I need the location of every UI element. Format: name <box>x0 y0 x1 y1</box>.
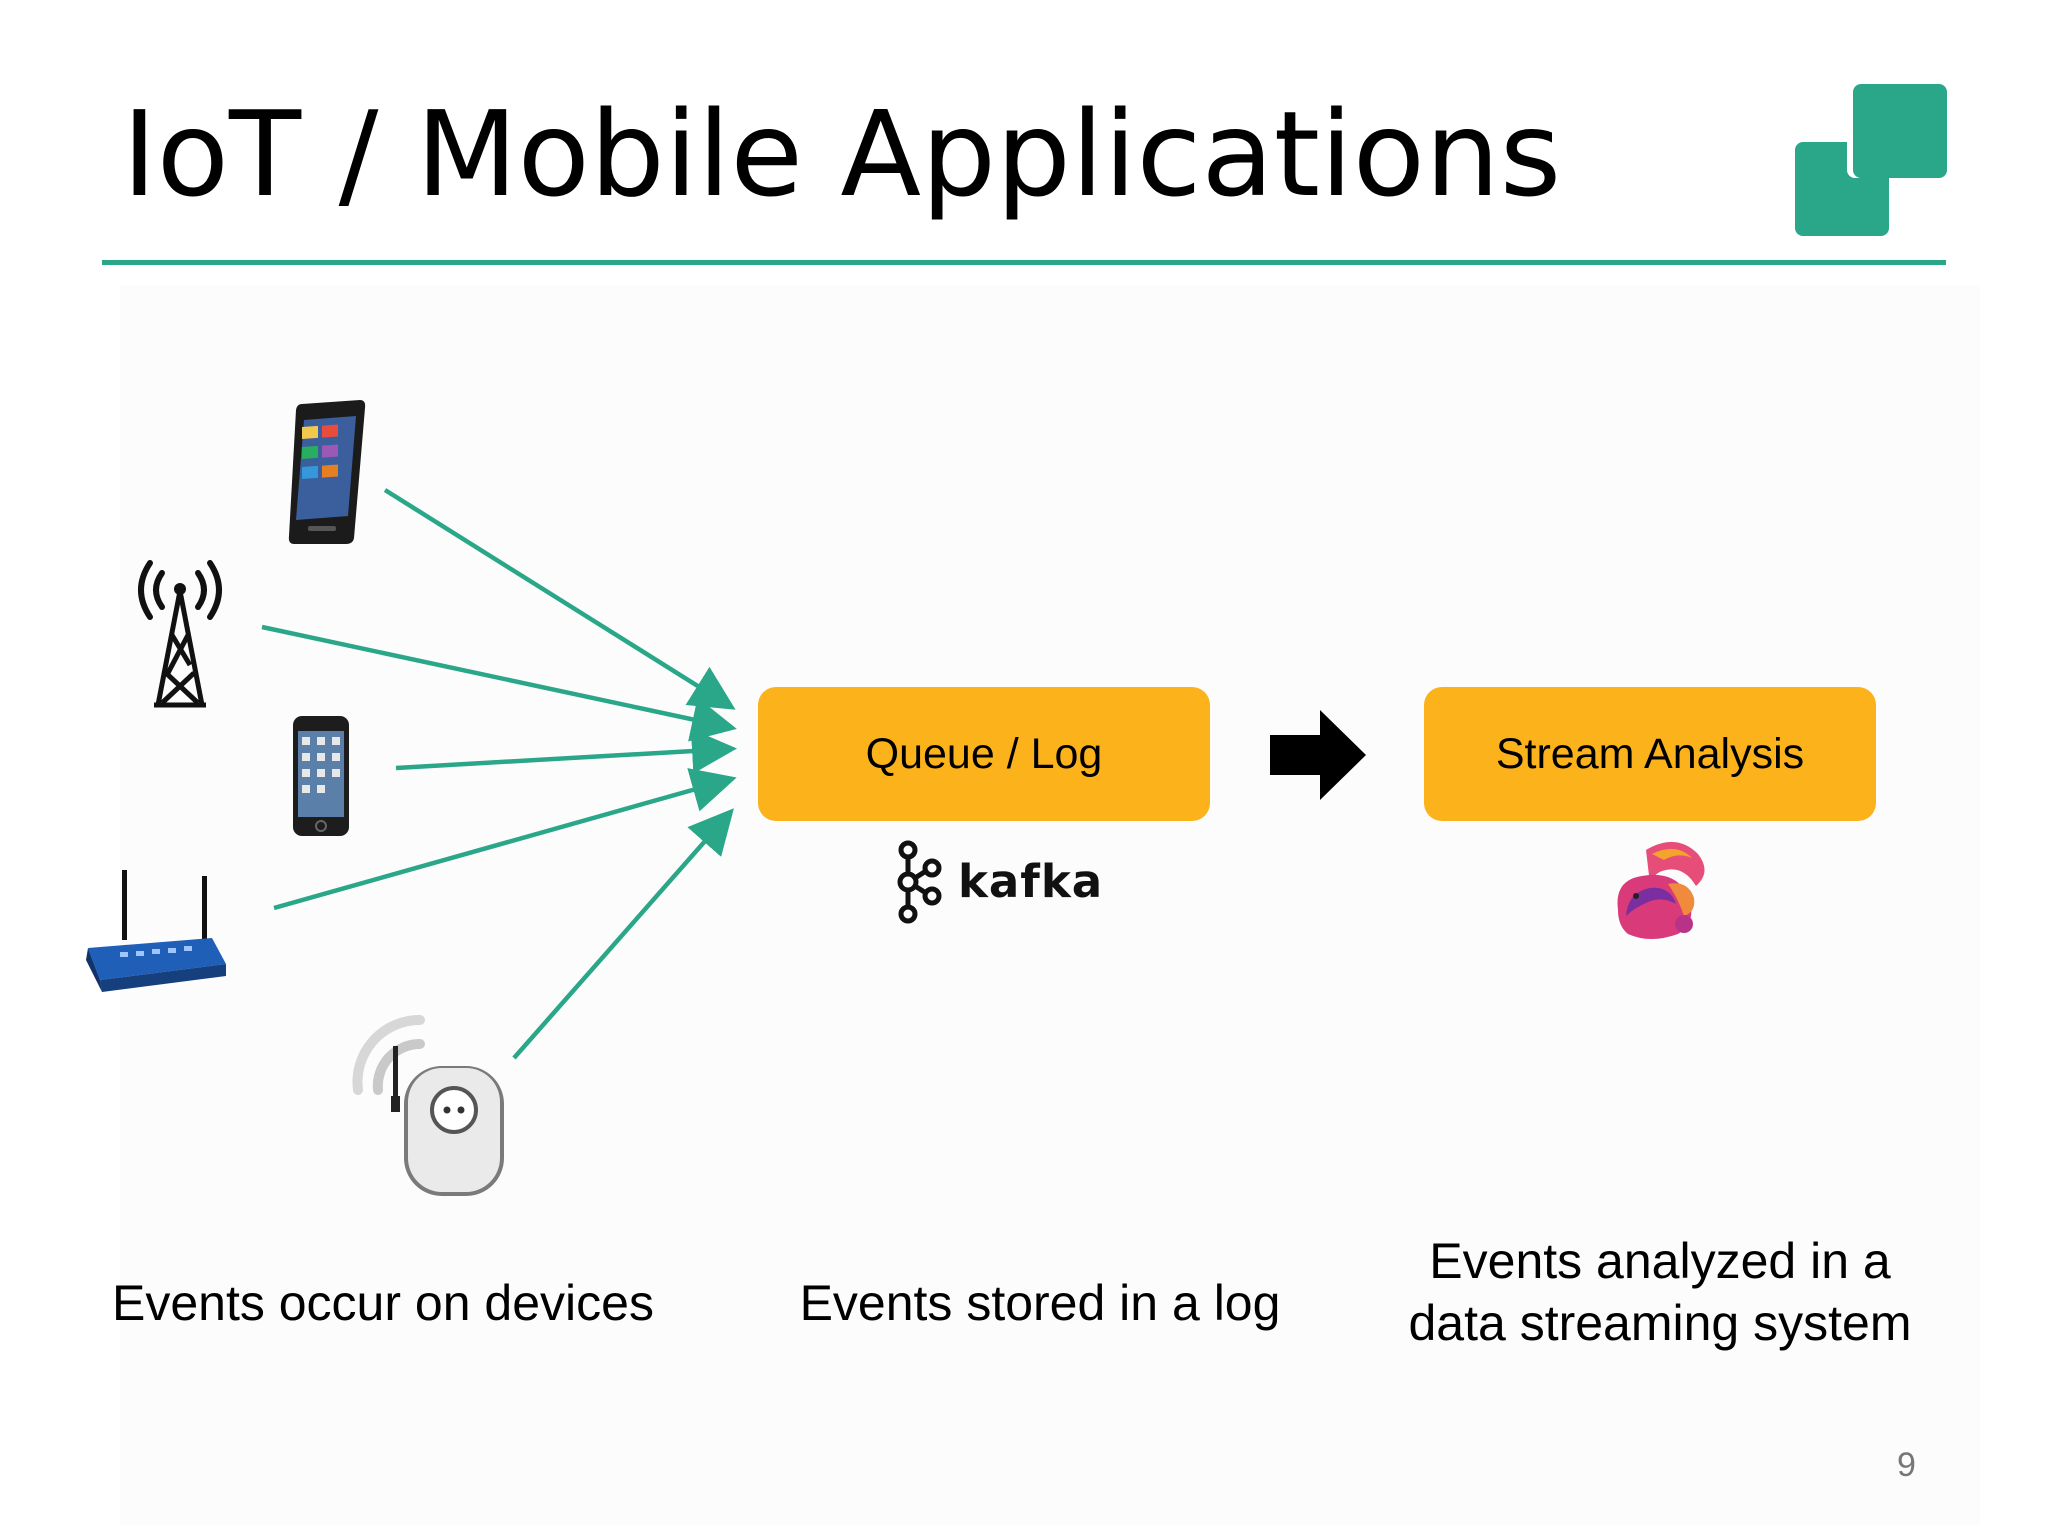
page-number: 9 <box>1897 1446 1916 1484</box>
caption-devices: Events occur on devices <box>112 1275 654 1331</box>
smart-plug-icon <box>352 1014 504 1196</box>
wifi-router-icon <box>86 870 226 992</box>
arrow-from-cell-tower <box>261 624 737 742</box>
stream-analysis-label: Stream Analysis <box>1495 729 1805 778</box>
caption-log: Events stored in a log <box>799 1275 1281 1331</box>
iphone-icon <box>293 716 349 836</box>
brand-logo-icon <box>1795 84 1947 236</box>
arrow-from-router <box>273 768 737 911</box>
title-divider <box>102 260 1946 265</box>
kafka-logo-icon <box>897 840 942 924</box>
caption-streaming: Events analyzed in a data streaming syst… <box>1408 1233 1912 1351</box>
kafka-logo-text: kafka <box>958 855 1104 908</box>
slide-title: IoT / Mobile Applications <box>122 85 1562 223</box>
cell-tower-icon <box>138 560 222 708</box>
smartphone-icon <box>288 400 366 544</box>
queue-log-label: Queue / Log <box>865 729 1103 778</box>
stream-analysis-box: Stream Analysis <box>1424 687 1876 821</box>
arrow-from-iphone <box>395 728 737 774</box>
arrow-from-smart-plug <box>512 808 734 1060</box>
arrow-from-smartphone <box>383 488 736 710</box>
flink-logo-icon <box>1617 841 1705 939</box>
queue-log-box: Queue / Log <box>758 687 1210 821</box>
flow-arrow-icon <box>1270 710 1366 800</box>
